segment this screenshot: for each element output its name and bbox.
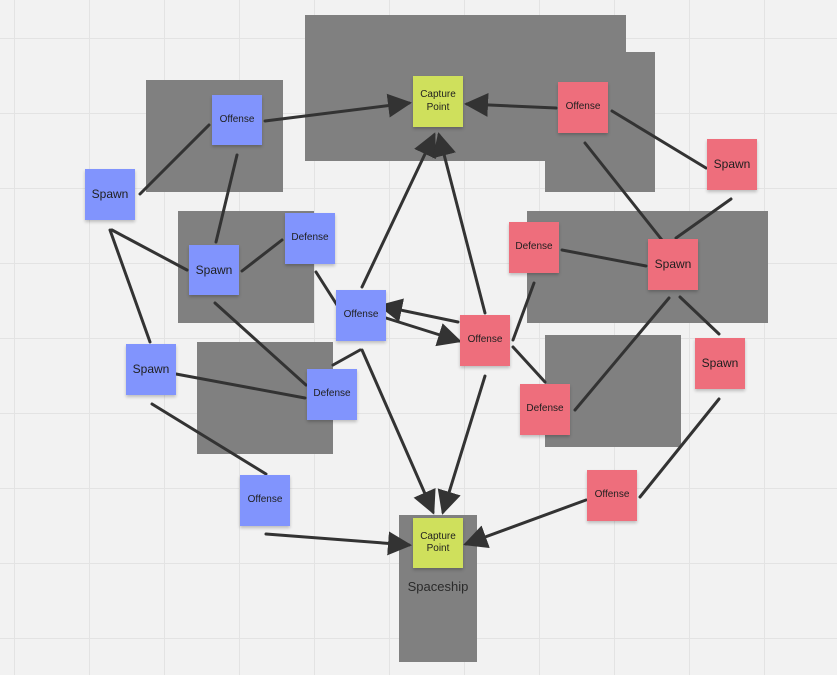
- red-offense-top-note[interactable]: Offense: [558, 82, 608, 133]
- blue-offense-top-note[interactable]: Offense: [212, 95, 262, 145]
- arrow-blue-center-to-red-center: [384, 316, 462, 347]
- capture-point-bottom[interactable]: Capture Point: [413, 518, 463, 568]
- red-offense-bottom-note[interactable]: Offense: [587, 470, 637, 521]
- arrow-blue-offense-to-capture-bottom: [264, 531, 412, 556]
- blue-offense-center-note[interactable]: Offense: [336, 290, 386, 341]
- red-spawn-lower-note[interactable]: Spawn: [695, 338, 745, 389]
- blue-spawn-lower-note[interactable]: Spawn: [126, 344, 176, 395]
- capture-point-top[interactable]: Capture Point: [413, 76, 463, 127]
- red-spawn-mid-note[interactable]: Spawn: [648, 239, 698, 290]
- arrow-red-center-to-blue-center: [378, 298, 460, 324]
- arrow-red-center-to-capture-bottom: [437, 374, 487, 515]
- arrow-red-center-to-capture-top: [432, 132, 487, 315]
- red-defense-upper-note[interactable]: Defense: [509, 222, 559, 273]
- blue-offense-bottom-note[interactable]: Offense: [240, 475, 290, 526]
- edge-blue-left-spawn-to-lower-spawn: [108, 228, 152, 344]
- arrow-blue-center-to-capture-bottom: [360, 348, 436, 515]
- red-offense-center-note[interactable]: Offense: [460, 315, 510, 366]
- edge-blue-defense-to-offense: [314, 270, 339, 307]
- edge-red-center-offense-to-defense: [511, 345, 547, 384]
- edge-blue-defense-to-center-offense: [331, 348, 362, 367]
- blue-spawn-left-note[interactable]: Spawn: [85, 169, 135, 220]
- blue-spawn-mid-note[interactable]: Spawn: [189, 245, 239, 295]
- red-spawn-right-note[interactable]: Spawn: [707, 139, 757, 190]
- red-defense-lower-note[interactable]: Defense: [520, 384, 570, 435]
- arrow-red-offense-to-capture-bottom: [463, 498, 588, 549]
- spaceship-label: Spaceship: [407, 579, 469, 594]
- blue-defense-lower-note[interactable]: Defense: [307, 369, 357, 420]
- edge-blue-left-spawn-to-mid-spawn: [110, 228, 189, 272]
- blue-defense-upper-note[interactable]: Defense: [285, 213, 335, 264]
